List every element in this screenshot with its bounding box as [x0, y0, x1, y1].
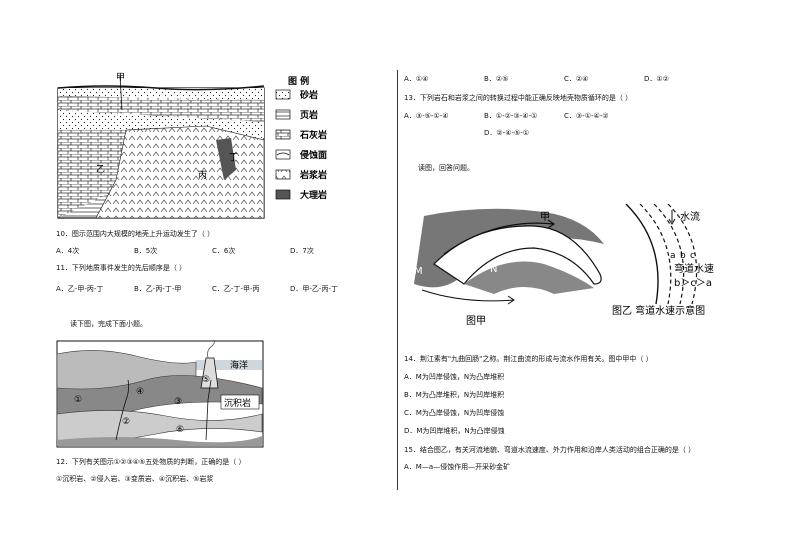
q13-option-b[interactable]: B．①-②-③-④-① [484, 112, 538, 120]
instruction-figure3: 读图，回答问题。 [418, 164, 474, 172]
fig2-num-2: ② [122, 417, 130, 427]
fig3-label-jia: 甲 [540, 212, 550, 223]
legend: 砂岩 页岩 石灰岩 侵蚀面 岩浆岩 大理岩 [275, 89, 327, 201]
legend-marble: 大理岩 [300, 189, 327, 201]
fig3-caption-yi: 图乙 弯道水速示意图 [612, 304, 705, 317]
instruction-figure2: 读下图，完成下面小题。 [70, 320, 147, 328]
legend-erosion: 侵蚀面 [299, 149, 327, 161]
legend-shale: 页岩 [300, 109, 318, 121]
q14-option-a[interactable]: A．M为凹岸侵蚀，N为凸岸堆积 [404, 373, 505, 381]
q10-option-c[interactable]: C．6次 [212, 247, 236, 255]
q13-option-d[interactable]: D．②-④-⑤-① [484, 129, 530, 137]
fig3-label-b: b [680, 251, 686, 261]
q12-statements: ①沉积岩、②侵入岩、③变质岩、④沉积岩、⑤岩浆 [56, 475, 214, 483]
fig3-speed-formula: b＞c＞a [674, 278, 712, 289]
q10-option-b[interactable]: B．5次 [134, 247, 158, 255]
q10-text: 10．图示范围内大规模的地壳上升运动发生了（ ） [56, 230, 215, 238]
q12-option-c[interactable]: C．②④ [564, 75, 589, 83]
fig3-label-M: M [414, 266, 423, 277]
q13-option-c[interactable]: C．③-①-④-② [564, 112, 609, 120]
q13-option-a[interactable]: A．③-⑤-①-④ [404, 112, 449, 120]
geologic-section-figure: 甲 乙 丙 丁 图 例 砂岩 页岩 石灰岩 侵蚀面 岩浆岩 大理岩 [56, 70, 356, 222]
fig3-label-a: a [670, 251, 676, 261]
q10-option-a[interactable]: A．4次 [56, 247, 80, 255]
fig3-label-speed: 弯道水速 [674, 262, 714, 275]
q13-text: 13．下列岩石和岩浆之间的转换过程中能正确反映地壳物质循环的是（ ） [404, 94, 633, 102]
q11-text: 11．下列地质事件发生的先后顺序是（ ） [56, 264, 187, 272]
column-divider [397, 70, 398, 490]
fig2-num-4: ④ [136, 387, 144, 397]
fig3-label-N: N [490, 264, 497, 275]
label-ding: 丁 [229, 153, 238, 163]
fig2-num-1: ① [74, 395, 82, 405]
q11-option-a[interactable]: A．乙-甲-丙-丁 [56, 285, 104, 293]
fig2-num-6: ⑥ [176, 425, 184, 435]
fig3-caption-jia: 图甲 [466, 315, 486, 327]
q11-option-c[interactable]: C．乙-丁-甲-丙 [212, 285, 260, 293]
q12-option-d[interactable]: D．①② [644, 75, 669, 83]
legend-limestone: 石灰岩 [299, 129, 327, 141]
legend-sandstone: 砂岩 [300, 89, 318, 101]
q11-option-d[interactable]: D．甲-乙-丙-丁 [290, 285, 338, 293]
q12-option-a[interactable]: A．①④ [404, 75, 429, 83]
fig2-ocean-label: 海洋 [230, 359, 248, 371]
q12-text: 12．下列有关图示①②③④⑤五处物质的判断，正确的是（ ） [56, 458, 246, 466]
fig2-num-5: ⑤ [202, 375, 210, 385]
q14-option-d[interactable]: D．M为凹岸堆积，N为凸岸侵蚀 [404, 427, 505, 435]
q15-option-a[interactable]: A．M—a—侵蚀作用—开采砂金矿 [404, 463, 511, 471]
fig2-num-3: ③ [174, 397, 182, 407]
q15-text: 15．结合图乙，有关河流地貌、弯道水流速度、外力作用和沿岸人类活动的组合正确的是… [404, 446, 696, 454]
legend-igneous: 岩浆岩 [299, 169, 327, 181]
q14-option-b[interactable]: B．M为凸岸堆积，N为凹岸堆积 [404, 391, 505, 399]
q12-option-b[interactable]: B．②⑤ [484, 75, 509, 83]
q14-option-c[interactable]: C．M为凸岸侵蚀，N为凹岸侵蚀 [404, 409, 505, 417]
label-yi: 乙 [96, 164, 105, 175]
q14-text: 14．荆江素有"九曲回肠"之称。荆江曲流的形成与流水作用有关。图中甲中（ ） [404, 355, 653, 363]
q11-option-b[interactable]: B．乙-丙-丁-甲 [134, 285, 182, 293]
legend-title: 图 例 [288, 75, 309, 87]
label-jia: 甲 [116, 72, 125, 83]
label-bing: 丙 [198, 170, 207, 181]
q10-option-d[interactable]: D．7次 [290, 247, 314, 255]
fig3-label-c: c [690, 251, 695, 261]
meander-figure: 甲 M N 图甲 水流 a b c 弯道水速 b＞c＞a 图乙 弯道水速示意图 [404, 203, 744, 328]
fig2-sediment-label: 沉积岩 [224, 397, 251, 409]
fig3-label-flow: 水流 [680, 210, 700, 223]
rock-cycle-figure: ① ② ③ ④ ⑤ ⑥ 海洋 沉积岩 [56, 339, 264, 448]
